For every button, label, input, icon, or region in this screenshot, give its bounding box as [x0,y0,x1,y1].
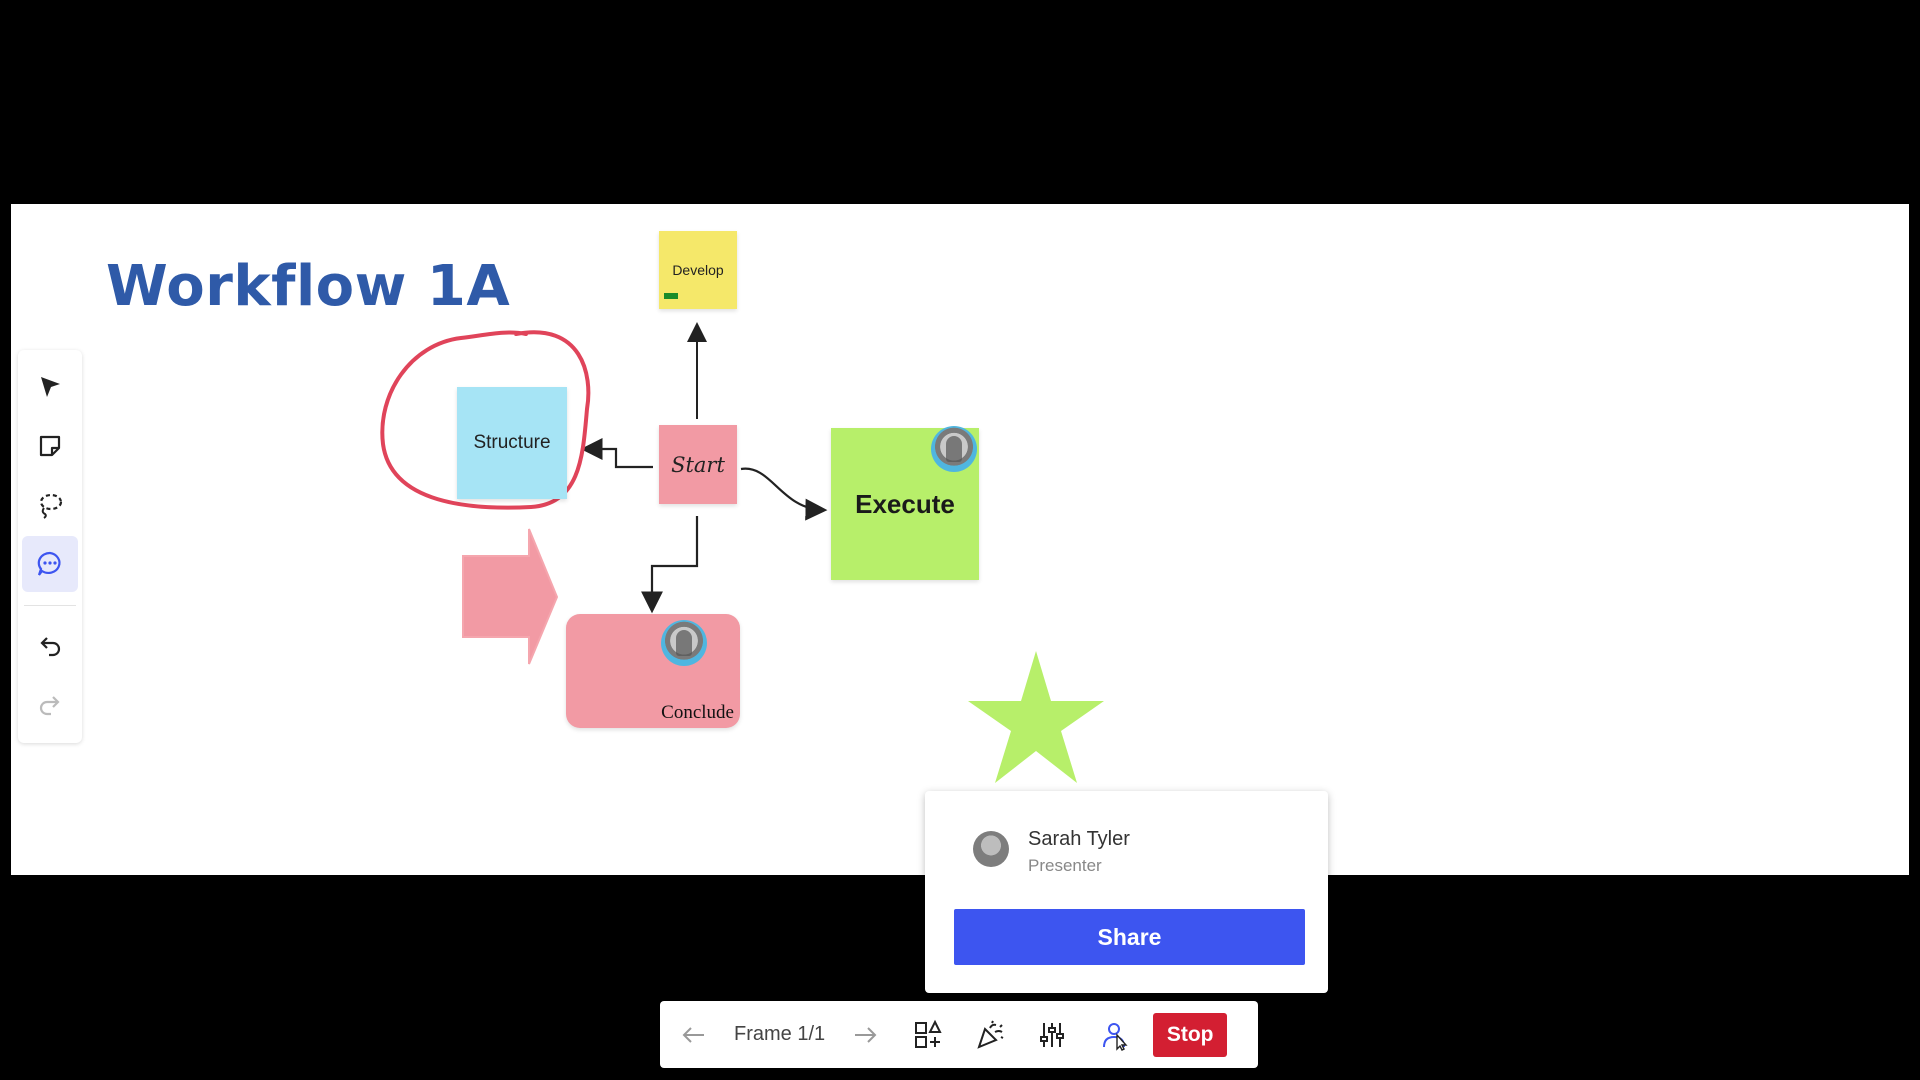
presenter-name: Sarah Tyler [1028,828,1130,850]
connector-start-conclude[interactable] [641,516,699,614]
collaborator-avatar[interactable] [931,426,977,472]
select-arrow-icon [41,377,60,397]
party-popper-icon [977,1020,1004,1049]
presentation-toolbar: Frame 1/1 Stop [660,1001,1258,1068]
star-shape[interactable] [968,651,1104,783]
presenter-button[interactable] [1083,1010,1145,1060]
previous-frame-button[interactable] [674,1010,714,1060]
settings-button[interactable] [1021,1010,1083,1060]
sliders-icon [1040,1022,1065,1047]
sticky-note-execute-label: Execute [855,488,955,519]
undo-icon [40,637,61,657]
celebrate-button[interactable] [959,1010,1021,1060]
undo-button[interactable] [22,619,78,675]
share-button[interactable]: Share [954,909,1305,965]
sticky-note-icon [39,435,61,457]
sticky-note-structure-label: Structure [473,432,551,453]
next-frame-button[interactable] [845,1010,885,1060]
sticky-note-develop-label: Develop [672,262,724,278]
board-title[interactable]: Workflow 1A [106,254,511,319]
sticky-note-tool[interactable] [22,418,78,474]
sticky-note-execute[interactable]: Execute [831,426,979,580]
shape-conclude-label: Conclude [661,702,734,723]
arrow-shape[interactable] [462,528,559,665]
user-icon [1103,1022,1128,1051]
stop-button[interactable]: Stop [1153,1012,1228,1057]
frame-indicator: Frame 1/1 [734,1023,826,1045]
presenter-popover: Sarah Tyler Presenter Share [925,791,1328,993]
sticky-note-structure[interactable]: Structure [457,387,567,499]
arrow-right-icon [855,1026,877,1043]
connector-start-structure[interactable] [580,438,653,469]
redo-button[interactable] [22,678,78,734]
status-marker [664,293,678,299]
presenter-avatar [973,831,1009,867]
shape-conclude[interactable]: Conclude [566,614,740,728]
comment-icon [37,551,61,576]
collaborator-avatar[interactable] [661,620,707,666]
left-toolbar [18,350,82,743]
sticky-note-start-label: Start [671,452,725,477]
shapes-icon [915,1019,942,1048]
arrow-left-icon [682,1026,704,1043]
comment-tool[interactable] [22,536,78,592]
whiteboard-canvas[interactable]: Workflow 1A [11,204,1909,875]
sticky-note-start[interactable]: Start [659,425,737,504]
lasso-tool[interactable] [22,477,78,533]
presenter-role: Presenter [1028,856,1102,875]
toolbar-divider [24,605,76,606]
lasso-icon [39,493,63,519]
select-tool[interactable] [22,359,78,415]
shapes-button[interactable] [897,1010,959,1060]
connector-start-execute[interactable] [740,467,828,521]
sticky-note-develop[interactable]: Develop [659,231,737,309]
redo-icon [39,696,60,716]
